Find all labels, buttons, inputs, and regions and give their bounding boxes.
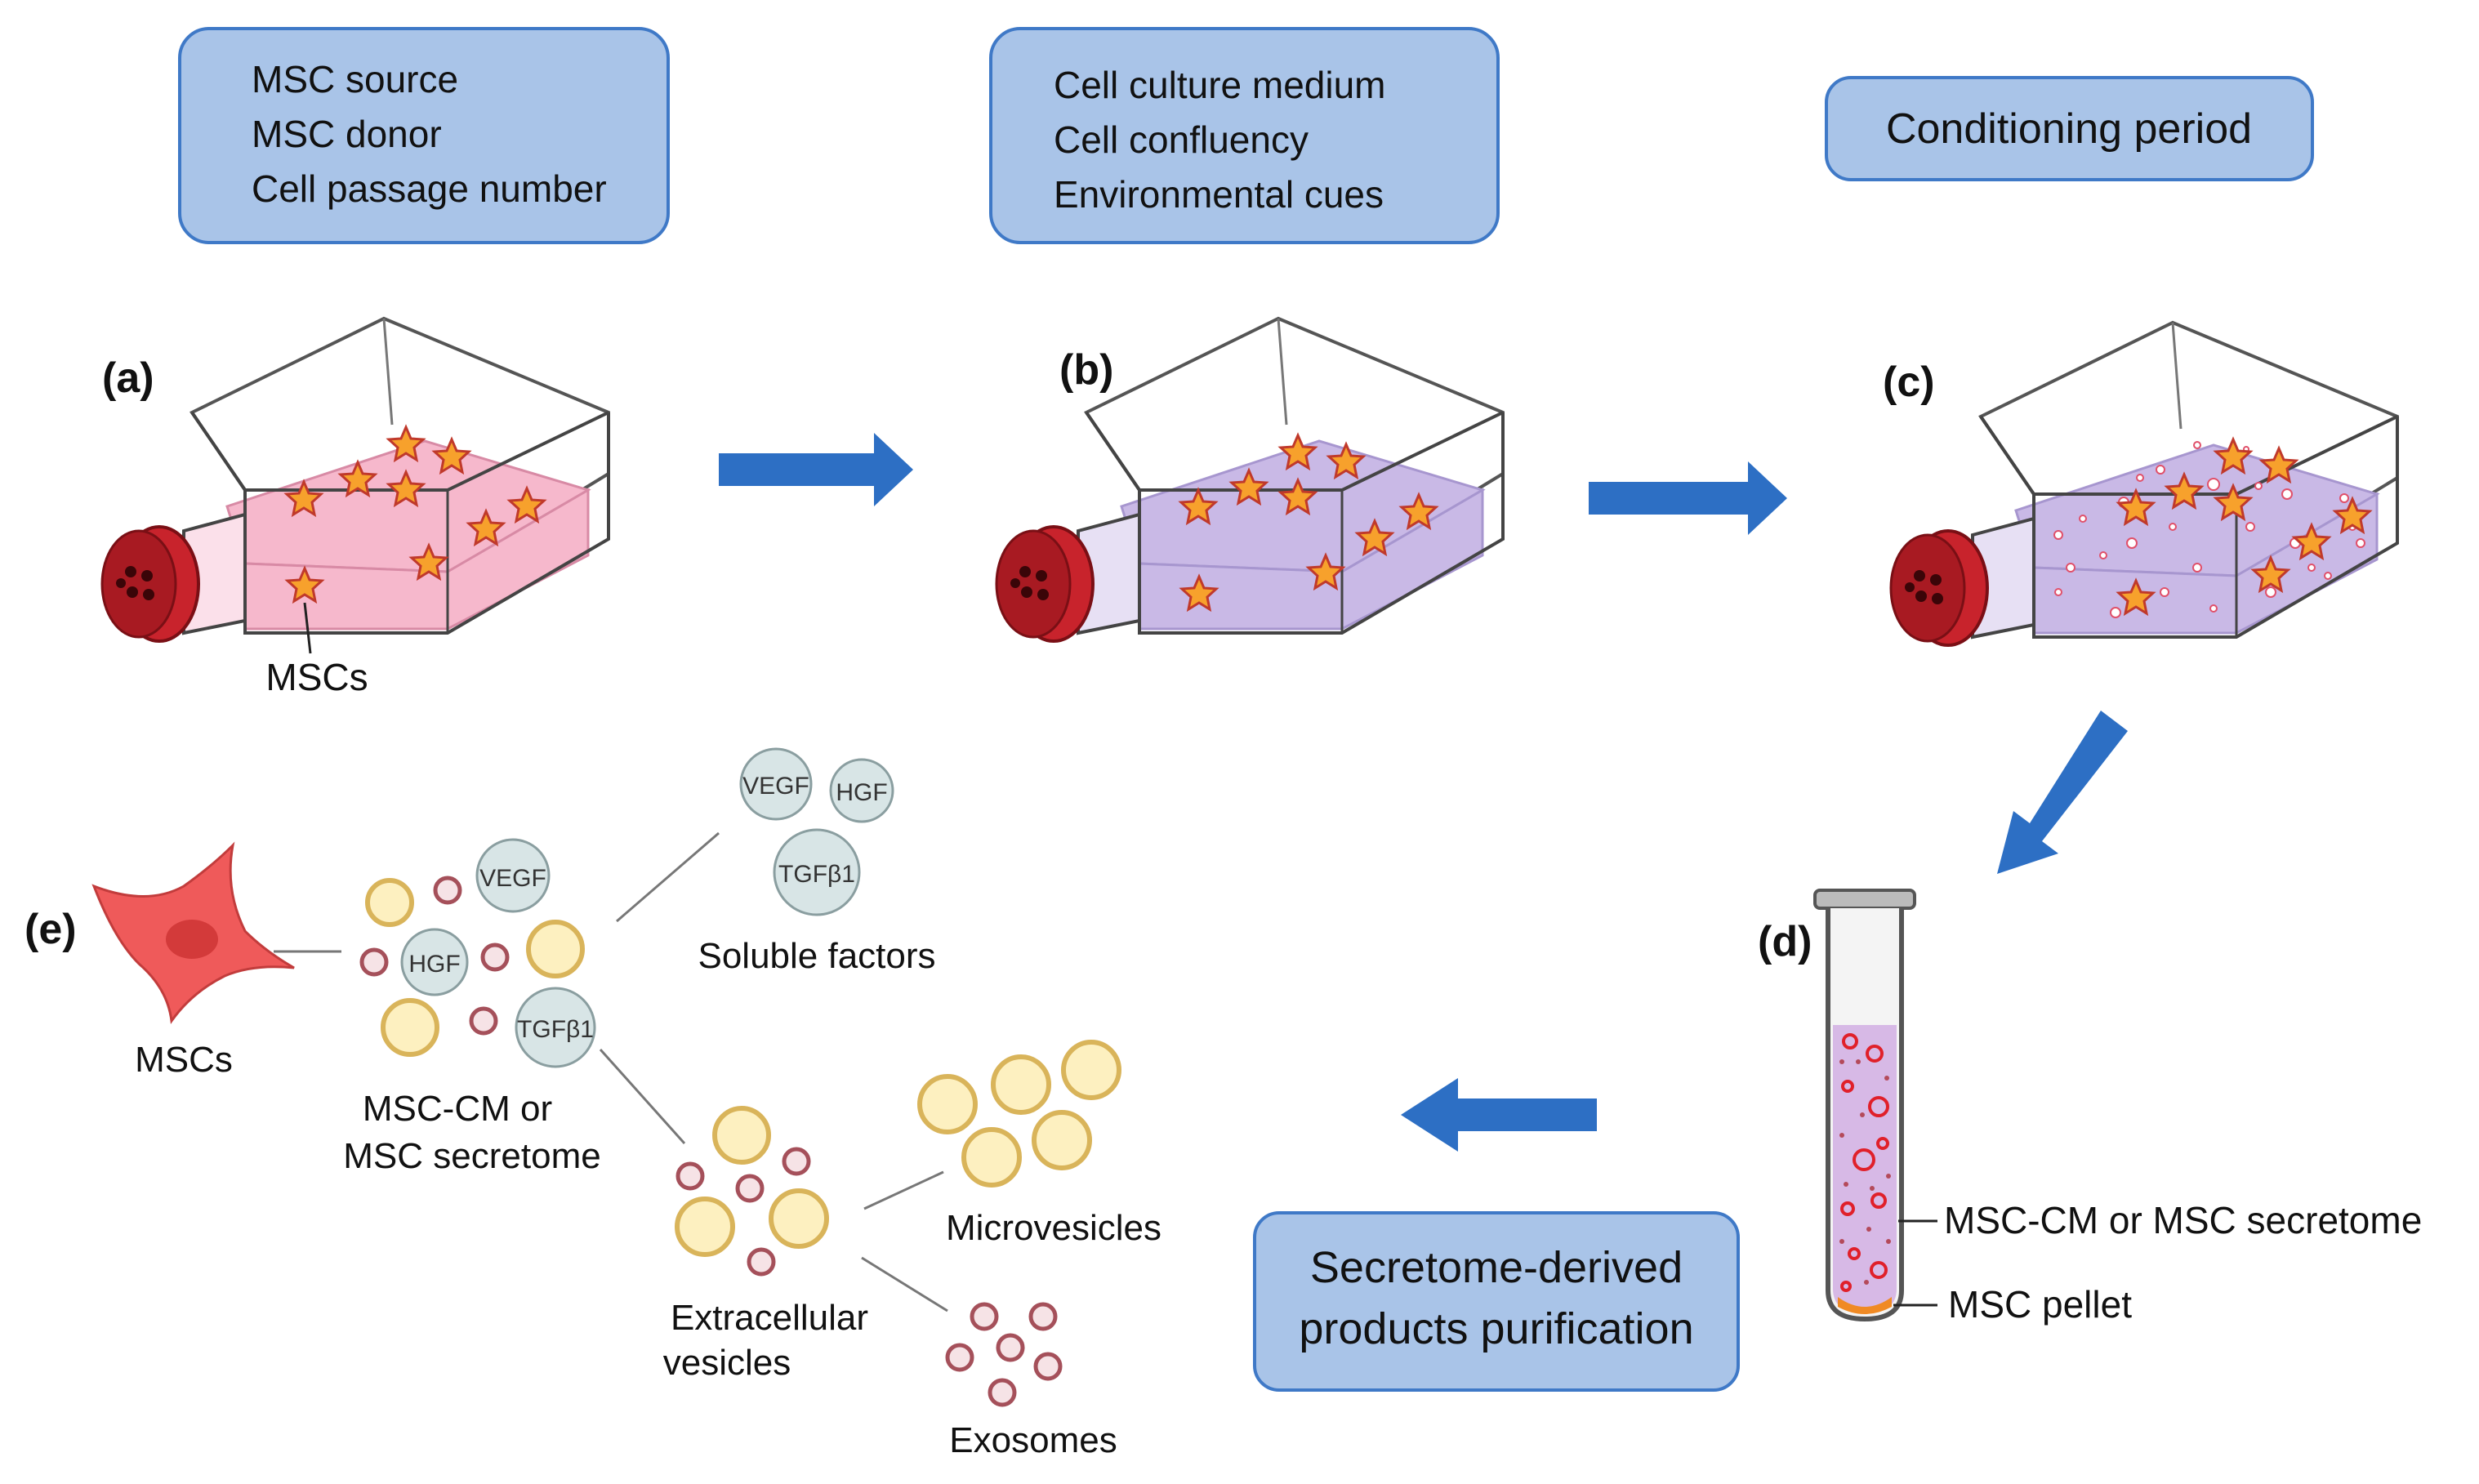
protein-vegf-soluble: VEGF [739, 747, 813, 821]
secretome-label-1: MSC-CM or [363, 1089, 552, 1129]
arrow-b-to-c [1589, 461, 1787, 535]
arrow-d-to-e [1401, 1078, 1597, 1152]
box-culture-conditions: Cell culture medium Cell confluency Envi… [989, 27, 1500, 244]
microvesicles-label: Microvesicles [946, 1208, 1161, 1248]
extracellular-vesicles-label-2: vesicles [663, 1343, 791, 1383]
box-purification: Secretome-derived products purification [1253, 1211, 1740, 1392]
svg-text:TGFβ1: TGFβ1 [778, 861, 855, 888]
box-msc-source-line-3: Cell passage number [252, 167, 607, 210]
svg-text:VEGF: VEGF [742, 773, 809, 800]
secretome-cluster: VEGF HGF TGFβ1 [359, 838, 596, 1068]
box-conditioning-period: Conditioning period [1825, 76, 2314, 181]
box-msc-source-line-1: MSC source [252, 58, 458, 100]
exosomes-group [945, 1302, 1063, 1407]
protein-tgf-soluble: TGFβ1 [773, 828, 861, 916]
box-purification-line-1: Secretome-derived [1310, 1243, 1683, 1292]
svg-text:VEGF: VEGF [479, 865, 546, 892]
flask-a-mscs-label: MSCs [265, 656, 368, 698]
panel-label-c: (c) [1883, 359, 1935, 406]
flask-c [1889, 320, 2399, 647]
tube-small-particles [1839, 1059, 1891, 1285]
centrifuge-tube [1813, 889, 1937, 1322]
msc-cell [91, 841, 295, 1024]
flask-a-cap [100, 525, 200, 643]
tube-pellet [1838, 1297, 1892, 1314]
box-culture-line-3: Environmental cues [1054, 173, 1384, 216]
protein-hgf: HGF [400, 928, 469, 996]
flask-c-cap [1889, 529, 1989, 647]
svg-text:HGF: HGF [408, 951, 460, 978]
tube-secretome-label: MSC-CM or MSC secretome [1944, 1199, 2422, 1241]
exosomes-label: Exosomes [949, 1420, 1117, 1460]
box-culture-line-1: Cell culture medium [1054, 64, 1385, 106]
secretome-label-2: MSC secretome [343, 1136, 600, 1176]
tube-particles [1840, 1033, 1889, 1292]
panel-label-d: (d) [1758, 918, 1812, 965]
extracellular-vesicles-group [675, 1106, 829, 1277]
panel-label-e: (e) [25, 906, 77, 953]
box-msc-source-line-2: MSC donor [252, 113, 442, 155]
box-culture-line-2: Cell confluency [1054, 118, 1309, 161]
soluble-factors-group: VEGF HGF TGFβ1 [739, 747, 894, 916]
flask-b [995, 316, 1505, 643]
flask-c-secreted-particles [2053, 441, 2365, 618]
panel-label-b: (b) [1059, 346, 1113, 394]
box-conditioning-text: Conditioning period [1886, 105, 2252, 153]
flask-a: MSCs [100, 316, 610, 698]
tube-pellet-label: MSC pellet [1948, 1283, 2132, 1326]
msc-cell-label: MSCs [135, 1040, 233, 1080]
microvesicles-group [917, 1040, 1121, 1188]
flask-b-cap [995, 525, 1095, 643]
protein-hgf-soluble: HGF [829, 758, 894, 823]
protein-tgf: TGFβ1 [515, 987, 596, 1068]
svg-text:HGF: HGF [836, 779, 887, 806]
panel-label-a: (a) [102, 354, 154, 402]
extracellular-vesicles-label-1: Extracellular [671, 1298, 868, 1338]
arrow-a-to-b [719, 433, 913, 506]
box-msc-source: MSC source MSC donor Cell passage number [178, 27, 670, 244]
box-purification-line-2: products purification [1299, 1304, 1693, 1353]
arrow-c-to-d [1997, 711, 2128, 874]
soluble-factors-label: Soluble factors [698, 936, 935, 976]
protein-vegf: VEGF [475, 838, 551, 913]
svg-text:TGFβ1: TGFβ1 [517, 1016, 594, 1043]
